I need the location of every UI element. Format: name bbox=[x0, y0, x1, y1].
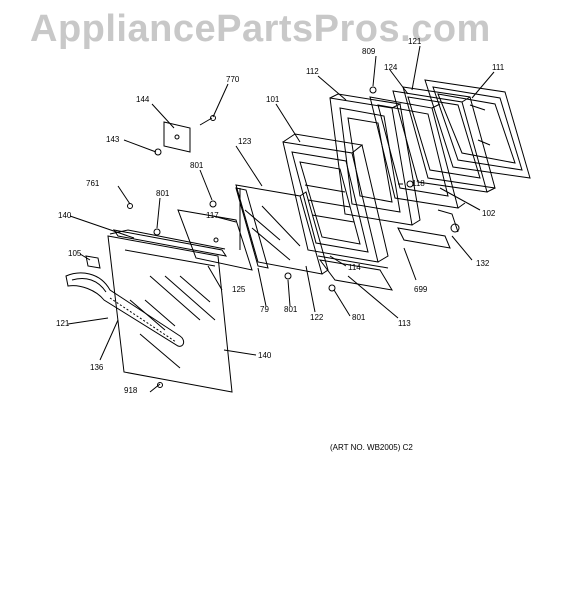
label-801-d: 801 bbox=[352, 313, 366, 322]
label-761: 761 bbox=[86, 179, 100, 188]
label-117: 117 bbox=[206, 211, 219, 220]
label-144: 144 bbox=[136, 95, 150, 104]
label-114: 114 bbox=[348, 263, 361, 272]
label-124: 124 bbox=[384, 63, 398, 72]
label-140-top: 140 bbox=[58, 211, 72, 220]
part-labels: 770 144 143 809 121 112 124 111 101 123 … bbox=[56, 37, 505, 395]
part-123-glass-pane bbox=[235, 184, 329, 275]
part-132-hinge-bracket bbox=[397, 209, 460, 249]
part-121-handle bbox=[65, 272, 185, 347]
part-117-side-channel bbox=[235, 187, 269, 269]
label-699: 699 bbox=[414, 285, 428, 294]
part-screws bbox=[127, 86, 414, 388]
part-101-door-liner bbox=[282, 133, 389, 263]
leader-lines bbox=[67, 45, 495, 393]
label-118: 118 bbox=[412, 179, 425, 188]
part-144-bracket bbox=[163, 115, 216, 153]
label-125: 125 bbox=[232, 285, 246, 294]
label-132: 132 bbox=[476, 259, 490, 268]
label-918: 918 bbox=[124, 386, 138, 395]
watermark-logo: AppliancePartsPros.com bbox=[30, 8, 491, 50]
label-801-c: 801 bbox=[284, 305, 298, 314]
art-number: (ART NO. WB2005) C2 bbox=[330, 443, 413, 452]
part-105-end-cap bbox=[85, 255, 101, 269]
part-112-inner-frame bbox=[329, 93, 421, 226]
label-121-bottom: 121 bbox=[56, 319, 70, 328]
label-79: 79 bbox=[260, 305, 269, 314]
label-143: 143 bbox=[106, 135, 120, 144]
label-101: 101 bbox=[266, 95, 280, 104]
part-102-outer-housing bbox=[369, 96, 466, 209]
label-111: 111 bbox=[492, 63, 505, 72]
part-113-trim bbox=[317, 255, 393, 291]
label-801-b: 801 bbox=[156, 189, 170, 198]
part-140-outer-door bbox=[107, 229, 233, 393]
label-122: 122 bbox=[310, 313, 324, 322]
label-105: 105 bbox=[68, 249, 82, 258]
part-124-panel-stack bbox=[392, 86, 496, 193]
label-123: 123 bbox=[238, 137, 252, 146]
label-121-top: 121 bbox=[408, 37, 422, 46]
label-136: 136 bbox=[90, 363, 104, 372]
label-102: 102 bbox=[482, 209, 496, 218]
label-770: 770 bbox=[226, 75, 240, 84]
label-809: 809 bbox=[362, 47, 376, 56]
part-111-rear-frame bbox=[424, 79, 531, 179]
label-140-bottom: 140 bbox=[258, 351, 272, 360]
label-113: 113 bbox=[398, 319, 411, 328]
label-801-a: 801 bbox=[190, 161, 204, 170]
label-112: 112 bbox=[306, 67, 319, 76]
